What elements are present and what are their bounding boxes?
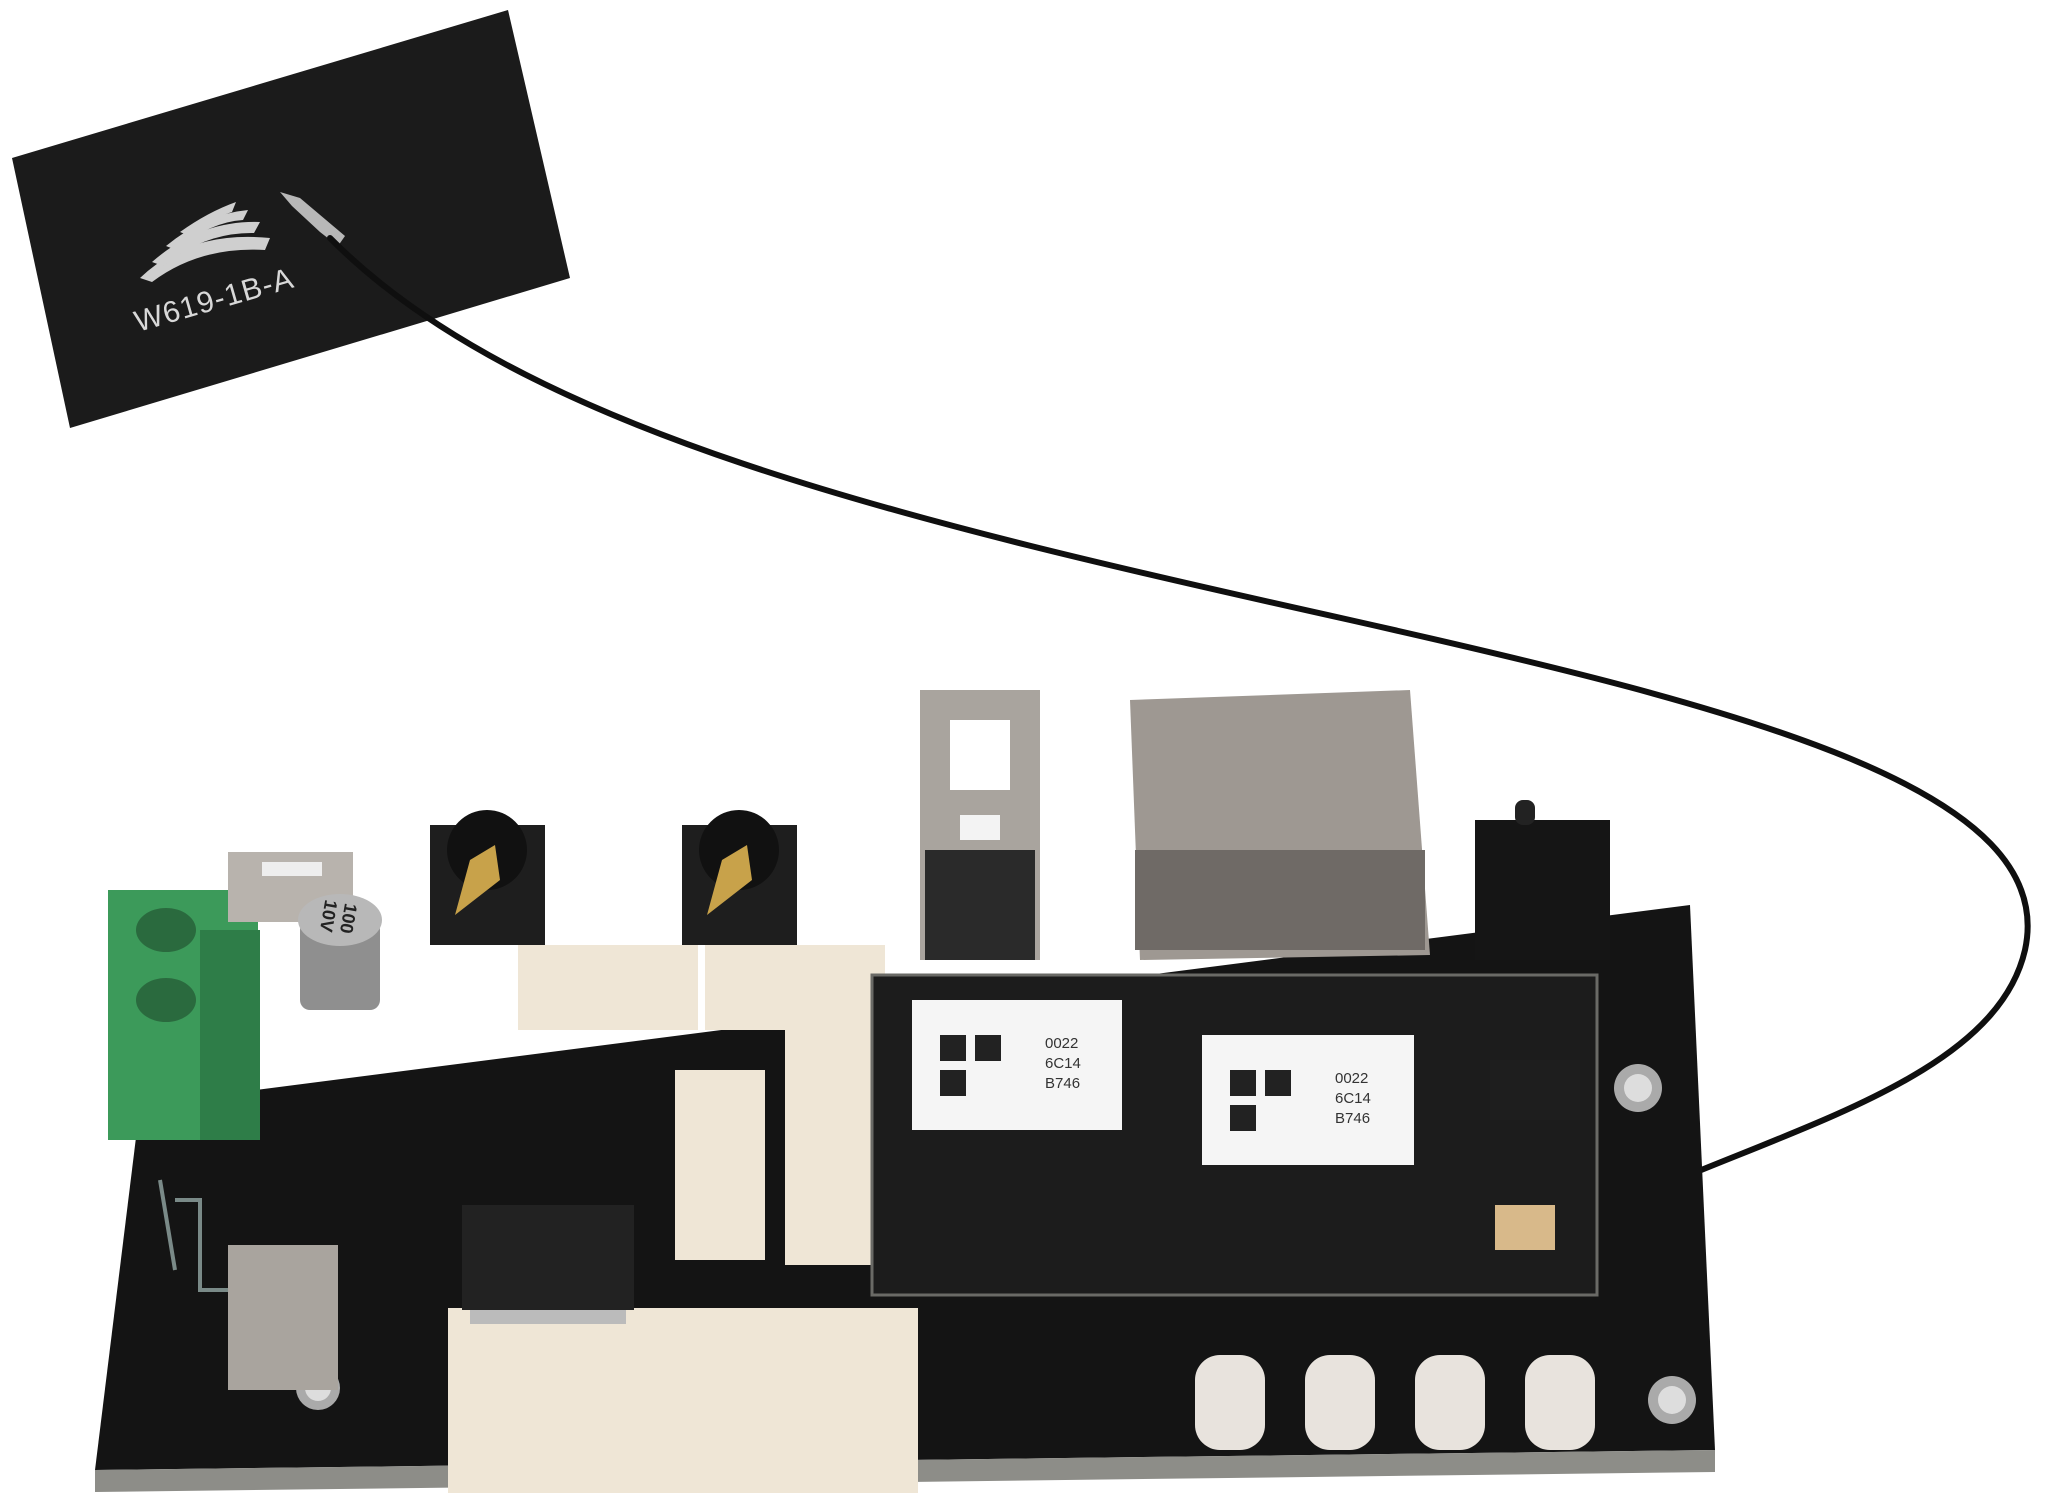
flash-chip — [1490, 1060, 1580, 1120]
antenna-logo-icon — [140, 202, 270, 282]
main-ic — [462, 1205, 634, 1310]
svg-text:B746: B746 — [1335, 1110, 1370, 1127]
ir-receiver — [228, 1245, 338, 1390]
module-label-1 — [912, 1000, 1122, 1130]
jst-connectors — [448, 945, 918, 1493]
svg-text:6C14: 6C14 — [1045, 1055, 1081, 1072]
ufl-connector — [1495, 1205, 1555, 1250]
tact-switch — [1475, 800, 1610, 960]
capacitor: 100 10V — [298, 894, 382, 1010]
led-row — [1195, 1355, 1595, 1450]
fpc-antenna: W619-1B-A — [12, 10, 570, 428]
svg-text:B746: B746 — [1045, 1075, 1080, 1092]
svg-text:0022: 0022 — [1335, 1070, 1368, 1087]
ethernet-port — [1130, 690, 1430, 960]
svg-text:0022: 0022 — [1045, 1035, 1078, 1052]
antenna-cable — [327, 235, 2031, 1208]
solder-joint — [280, 192, 345, 246]
terminal-block — [108, 890, 260, 1140]
module-label-2 — [1202, 1035, 1414, 1165]
usb-a-port — [920, 690, 1040, 960]
qr-code-icon — [940, 1035, 1291, 1131]
svg-text:6C14: 6C14 — [1335, 1090, 1371, 1107]
audio-jack-1 — [430, 810, 545, 945]
wifi-module: 0022 6C14 B746 0022 6C14 B746 — [870, 973, 1599, 1297]
audio-jack-2 — [682, 810, 797, 945]
